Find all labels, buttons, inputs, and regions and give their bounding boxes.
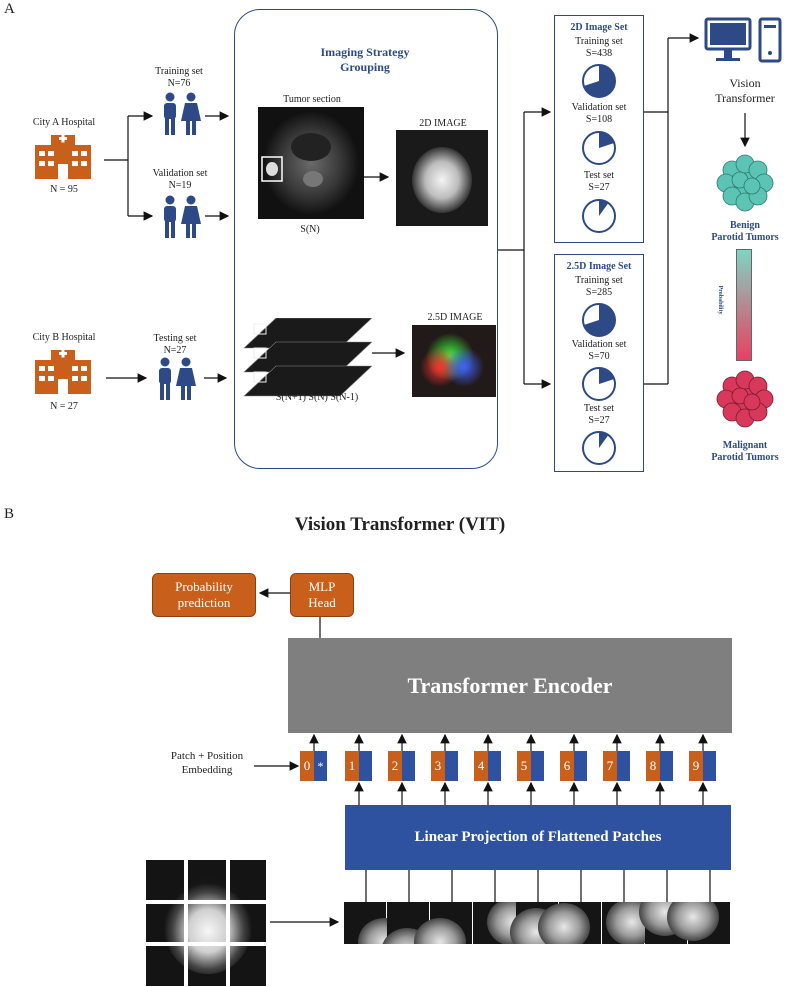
patch-thumbnail (538, 902, 601, 944)
imaging-strategy-box (234, 9, 498, 469)
set-item-label: Training set (575, 275, 623, 286)
probability-gradient-bar (736, 249, 752, 361)
prob-pred-line2: prediction (177, 595, 231, 610)
mlp-line1: MLP (308, 579, 336, 594)
tumor-section-image (258, 107, 364, 219)
probability-label: Probability (717, 285, 723, 315)
testing-set-n: N=27 (163, 345, 187, 356)
pie-slice (599, 432, 609, 448)
validation-set-title: Validation set (152, 168, 208, 179)
testing-set-title: Testing set (153, 333, 197, 344)
pie-slice (599, 200, 609, 216)
strategy-title: Imaging Strategy Grouping (290, 45, 440, 75)
set-25d-item: Validation set S=70 (554, 339, 644, 403)
patch-grid (146, 860, 266, 986)
set-item-count: S=438 (585, 48, 613, 59)
benign-label-line1: Benign (729, 220, 760, 231)
set-2d-item: Training set S=438 (554, 36, 644, 102)
panel-b-label: B (4, 506, 15, 522)
mlp-line2: Head (308, 595, 336, 610)
strategy-title-line1: Imaging Strategy (320, 45, 410, 59)
pie-slice (583, 65, 615, 97)
transformer-encoder: Transformer Encoder (288, 638, 732, 733)
city-a-name: City A Hospital (32, 117, 96, 128)
pie-chart-icon (582, 64, 616, 98)
benign-label-line2: Parotid Tumors (711, 232, 779, 243)
benign-label: Benign Parotid Tumors (700, 220, 790, 244)
linear-projection-box: Linear Projection of Flattened Patches (345, 805, 731, 870)
pie-chart-icon (582, 303, 616, 337)
vit-title: Vision Transformer (VIT) (294, 514, 506, 535)
set-item-label: Test set (583, 170, 615, 181)
pie-chart-icon (582, 131, 616, 165)
sn-label: S(N) (300, 224, 320, 235)
img-25d-label: 2.5D IMAGE (427, 312, 483, 323)
hospital-icon (35, 349, 91, 394)
benign-tumor-icon (716, 154, 774, 212)
prob-pred-line1: Probability (175, 579, 233, 594)
city-b-name: City B Hospital (32, 332, 96, 343)
people-icon (159, 357, 196, 400)
pie-chart-icon (582, 431, 616, 465)
set-item-count: S=70 (588, 351, 610, 362)
malignant-label-line1: Malignant (722, 440, 768, 451)
stacked-slices (243, 318, 372, 397)
set-25d-title: 2.5D Image Set (566, 261, 632, 272)
validation-set-n: N=19 (168, 180, 192, 191)
hospital-icon (35, 134, 91, 179)
people-icon (164, 92, 201, 135)
patch-thumbnail (414, 902, 472, 944)
patch-thumbnail (667, 902, 730, 944)
malignant-label-line2: Parotid Tumors (711, 452, 779, 463)
city-a-n: N = 95 (50, 184, 78, 195)
malignant-tumor-icon (716, 370, 774, 428)
set-25d-item: Test set S=27 (554, 403, 644, 467)
pie-chart-icon (582, 367, 616, 401)
training-set-n: N=76 (167, 78, 191, 89)
panel-a-label: A (4, 1, 15, 17)
set-item-label: Test set (583, 403, 615, 414)
mlp-head-box: MLP Head (290, 573, 354, 617)
patch-embedding-label: Patch + Position Embedding (155, 749, 259, 777)
set-item-count: S=27 (588, 415, 610, 426)
strategy-title-line2: Grouping (340, 60, 390, 74)
pie-slice (583, 304, 615, 336)
malignant-label: Malignant Parotid Tumors (700, 440, 790, 464)
set-item-count: S=285 (585, 287, 613, 298)
flattened-patches-strip (344, 902, 730, 944)
set-25d-item: Training set S=285 (554, 275, 644, 339)
people-icon (164, 195, 201, 238)
img-2d-label: 2D IMAGE (419, 118, 467, 129)
set-item-label: Training set (575, 36, 623, 47)
pie-slice (599, 368, 615, 384)
set-2d-item: Validation set S=108 (554, 102, 644, 170)
vit-label: Vision Transformer (705, 76, 785, 106)
tumor-section-label: Tumor section (283, 94, 341, 105)
pie-slice (599, 132, 615, 148)
mri-patch-grid-image (146, 860, 266, 986)
city-b-n: N = 27 (50, 401, 78, 412)
training-set-title: Training set (155, 66, 203, 77)
vit-label-line1: Vision (729, 76, 761, 90)
computer-icon (704, 17, 782, 63)
set-item-label: Validation set (571, 339, 627, 350)
set-item-count: S=108 (585, 114, 613, 125)
set-2d-title: 2D Image Set (570, 22, 628, 33)
probability-prediction-box: Probability prediction (152, 573, 256, 617)
set-2d-list: Training set S=438 Validation set S=108 … (554, 36, 644, 236)
set-25d-list: Training set S=285 Validation set S=70 T… (554, 275, 644, 467)
image-25d (412, 325, 496, 397)
set-item-count: S=27 (588, 182, 610, 193)
image-2d (396, 130, 488, 226)
pie-chart-icon (582, 199, 616, 233)
vit-label-line2: Transformer (715, 91, 775, 105)
embed-line2: Embedding (181, 764, 233, 776)
set-2d-item: Test set S=27 (554, 170, 644, 236)
set-item-label: Validation set (571, 102, 627, 113)
embed-line1: Patch + Position (170, 750, 244, 762)
snn-label: S(N+1) S(N) S(N-1) (275, 392, 359, 403)
